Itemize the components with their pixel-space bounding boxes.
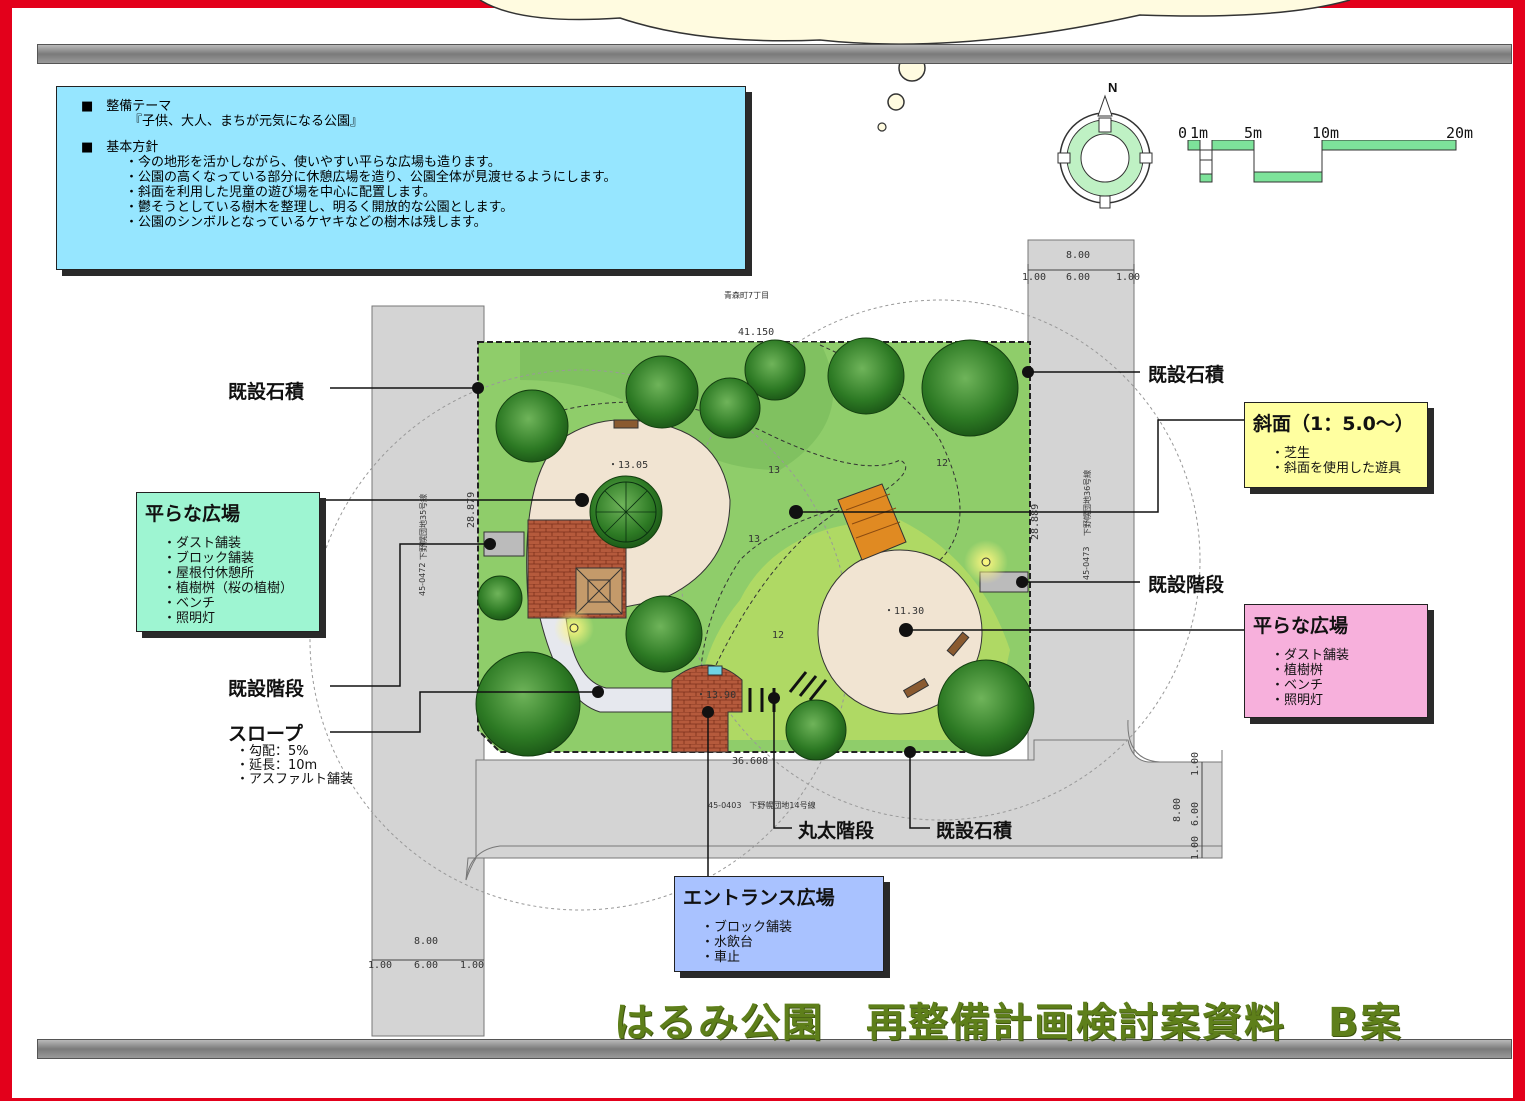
callout-item: ダスト舗装 — [163, 536, 319, 551]
callout-item: 照明灯 — [1271, 693, 1427, 708]
dim-top: 41.150 — [738, 327, 775, 338]
road-dim: 6.00 — [414, 960, 439, 971]
scale-label: 0 — [1178, 124, 1188, 142]
slope-ramp-item: ・延長：10m — [236, 758, 318, 773]
slope-ramp-details: ・勾配：5% ・延長：10m ・アスファルト舗装 — [236, 745, 353, 787]
road-dim: 6.00 — [1190, 801, 1201, 826]
callout-title: 平らな広場 — [145, 503, 241, 525]
page-title: はるみ公園 再整備計画検討案資料 B案 — [614, 1000, 1403, 1046]
contour-label: 13 — [768, 465, 781, 476]
road-dim: 1.00 — [460, 960, 485, 971]
street-label: 下野幌団地36号線 — [1083, 469, 1092, 536]
street-label: 45-0403 下野幌団地14号線 — [708, 801, 816, 810]
road-dim: 1.00 — [1190, 835, 1201, 860]
slope-ramp-item: ・勾配：5% — [236, 744, 309, 759]
label-log-stairs: 丸太階段 — [798, 820, 875, 842]
elevation-label: ・11.30 — [884, 606, 925, 617]
theme-text: 『子供、大人、まちが元気になる公園』 — [129, 114, 364, 129]
policy-heading: ■ 基本方針 — [81, 140, 159, 155]
road-left — [371, 305, 485, 1037]
lamp-icon — [569, 623, 579, 633]
street-label: 45-0472 — [418, 562, 427, 596]
bench-icon — [902, 677, 930, 699]
label-stairs-right: 既設階段 — [1148, 574, 1225, 596]
street-label: 下野幌団地35号線 — [419, 493, 428, 560]
road-right — [1027, 239, 1135, 761]
scale-bar: 0 1m 5m 10m 20m — [1176, 120, 1476, 190]
callout-item: 水飲台 — [701, 935, 883, 950]
policy-list: ・今の地形を活かしながら、使いやすい平らな広場も造ります。 ・公園の高くなってい… — [125, 155, 745, 230]
scale-label: 20m — [1446, 124, 1474, 142]
callout-item: 植樹桝（桜の植樹） — [163, 581, 319, 596]
slope-play-equipment — [837, 483, 907, 561]
scale-label: 5m — [1244, 124, 1263, 142]
scale-label: 10m — [1312, 124, 1340, 142]
label-stairs-left: 既設階段 — [228, 678, 305, 700]
dim-bottom: 36.608 — [732, 756, 769, 767]
callout-item: 照明灯 — [163, 611, 319, 626]
drinking-fountain — [707, 665, 723, 676]
callout-title: 斜面（1：5.0〜） — [1253, 413, 1414, 435]
log-stairs — [748, 671, 828, 712]
scale-label: 1m — [1190, 124, 1209, 142]
callout-item: 車止 — [701, 950, 883, 965]
theme-box: ■ 整備テーマ 『子供、大人、まちが元気になる公園』 ■ 基本方針 ・今の地形を… — [56, 86, 746, 270]
policy-item: ・公園のシンボルとなっているケヤキなどの樹木は残します。 — [125, 215, 487, 230]
policy-item: ・斜面を利用した児童の遊び場を中心に配置します。 — [125, 185, 436, 200]
policy-item: ・今の地形を活かしながら、使いやすい平らな広場も造ります。 — [125, 155, 501, 170]
compass-icon: N — [1057, 80, 1153, 209]
policy-item: ・公園の高くなっている部分に休憩広場を造り、公園全体が見渡せるようにします。 — [125, 170, 617, 185]
callout-item: ブロック舗装 — [163, 551, 319, 566]
slope-ramp-item: ・アスファルト舗装 — [236, 772, 354, 787]
road-bottom — [465, 739, 1223, 881]
contour-label: 12 — [936, 458, 949, 469]
road-dim: 1.00 — [1190, 751, 1201, 776]
callout-item: 芝生 — [1271, 446, 1427, 461]
road-dim: 1.00 — [1116, 272, 1141, 283]
callout-item: 斜面を使用した遊具 — [1271, 461, 1427, 476]
contour-label: 12 — [772, 630, 785, 641]
callout-flat-plaza-left: 平らな広場 ダスト舗装 ブロック舗装 屋根付休憩所 植樹桝（桜の植樹） ベンチ … — [136, 492, 320, 632]
callout-title: 平らな広場 — [1253, 615, 1349, 637]
bench-icon — [946, 631, 970, 657]
label-slope-ramp: スロープ — [228, 723, 303, 745]
road-dim: 1.00 — [368, 960, 393, 971]
road-dim: 8.00 — [1066, 250, 1091, 261]
callout-title: エントランス広場 — [683, 887, 835, 909]
road-dim: 1.00 — [1022, 272, 1047, 283]
street-label: 45-0473 — [1082, 546, 1091, 580]
dim-left: 28.879 — [466, 491, 477, 528]
speech-cloud — [479, 0, 1351, 132]
callout-item: ブロック舗装 — [701, 920, 883, 935]
thought-bubble — [887, 93, 905, 111]
callout-entrance: エントランス広場 ブロック舗装 水飲台 車止 — [674, 876, 884, 972]
label-stone-wall-left: 既設石積 — [228, 381, 305, 403]
road-dim: 8.00 — [414, 936, 439, 947]
label-stone-wall-bottom: 既設石積 — [936, 820, 1013, 842]
callout-item: 植樹桝 — [1271, 663, 1427, 678]
road-dim: 6.00 — [1066, 272, 1091, 283]
dim-right: 28.889 — [1030, 503, 1041, 540]
callout-slope: 斜面（1：5.0〜） 芝生 斜面を使用した遊具 — [1244, 402, 1428, 488]
road-dim: 8.00 — [1172, 797, 1183, 822]
callout-item: 屋根付休憩所 — [163, 566, 319, 581]
callout-item: ベンチ — [1271, 678, 1427, 693]
theme-heading: ■ 整備テーマ — [81, 99, 172, 114]
callout-item: ベンチ — [163, 596, 319, 611]
callout-flat-plaza-right: 平らな広場 ダスト舗装 植樹桝 ベンチ 照明灯 — [1244, 604, 1428, 718]
callout-item: ダスト舗装 — [1271, 648, 1427, 663]
thought-bubble — [877, 122, 887, 132]
contour-label: 13 — [748, 534, 761, 545]
elevation-label: ・13.05 — [608, 460, 649, 471]
north-label: N — [1108, 80, 1117, 95]
lamp-icon — [981, 557, 991, 567]
street-label: 青森町7丁目 — [724, 291, 770, 300]
header-bar — [37, 44, 1512, 64]
elevation-label: ・13.90 — [696, 690, 737, 701]
policy-item: ・鬱そうとしている樹木を整理し、明るく開放的な公園とします。 — [125, 200, 514, 215]
label-stone-wall-right: 既設石積 — [1148, 364, 1225, 386]
footer-bar — [37, 1039, 1512, 1059]
bench-icon — [613, 419, 639, 429]
